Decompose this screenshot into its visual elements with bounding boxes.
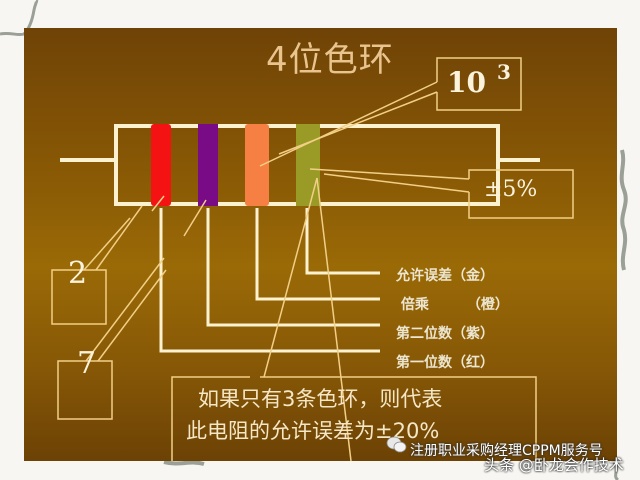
legend-item-multiplier: 倍乘（橙） xyxy=(400,297,509,313)
multiplier-box xyxy=(436,57,522,111)
tolerance-box xyxy=(468,169,574,219)
multiplier-base: 10 xyxy=(447,66,486,99)
digit1-box xyxy=(51,269,107,325)
note-box-right xyxy=(260,376,537,461)
legend-item-tolerance: 允许误差（金） xyxy=(396,268,494,284)
legend-connectors xyxy=(159,208,380,353)
watermark-primary: 注册职业采购经理CPPM服务号 xyxy=(410,443,603,459)
slide-title: 4位色环 xyxy=(266,40,394,80)
legend-item-first-digit: 第一位数（红） xyxy=(396,355,494,371)
band-purple xyxy=(198,124,218,206)
multiplier-exponent: 3 xyxy=(497,60,511,84)
note-line-1: 如果只有3条色环，则代表 xyxy=(198,387,443,411)
resistor-diagram xyxy=(51,57,574,461)
band-legend: 允许误差（金） 倍乘（橙） 第二位数（紫） 第一位数（红） xyxy=(396,262,509,378)
digit2-box xyxy=(57,360,113,420)
band-gold xyxy=(296,124,320,206)
digit2-callout: 7 xyxy=(77,346,97,381)
multiplier-callout: 10 3 xyxy=(435,58,521,110)
note-box-left xyxy=(171,376,250,461)
band-orange xyxy=(245,124,269,206)
tolerance-callout: ±5% xyxy=(484,177,538,202)
slide: 4位色环 xyxy=(24,28,617,461)
band-red xyxy=(151,124,171,206)
legend-item-second-digit: 第二位数（紫） xyxy=(396,326,494,342)
digit1-callout: 2 xyxy=(68,256,88,291)
watermark-secondary: 头条 @卧龙会作技术 xyxy=(484,456,624,474)
wechat-icon xyxy=(386,436,407,453)
